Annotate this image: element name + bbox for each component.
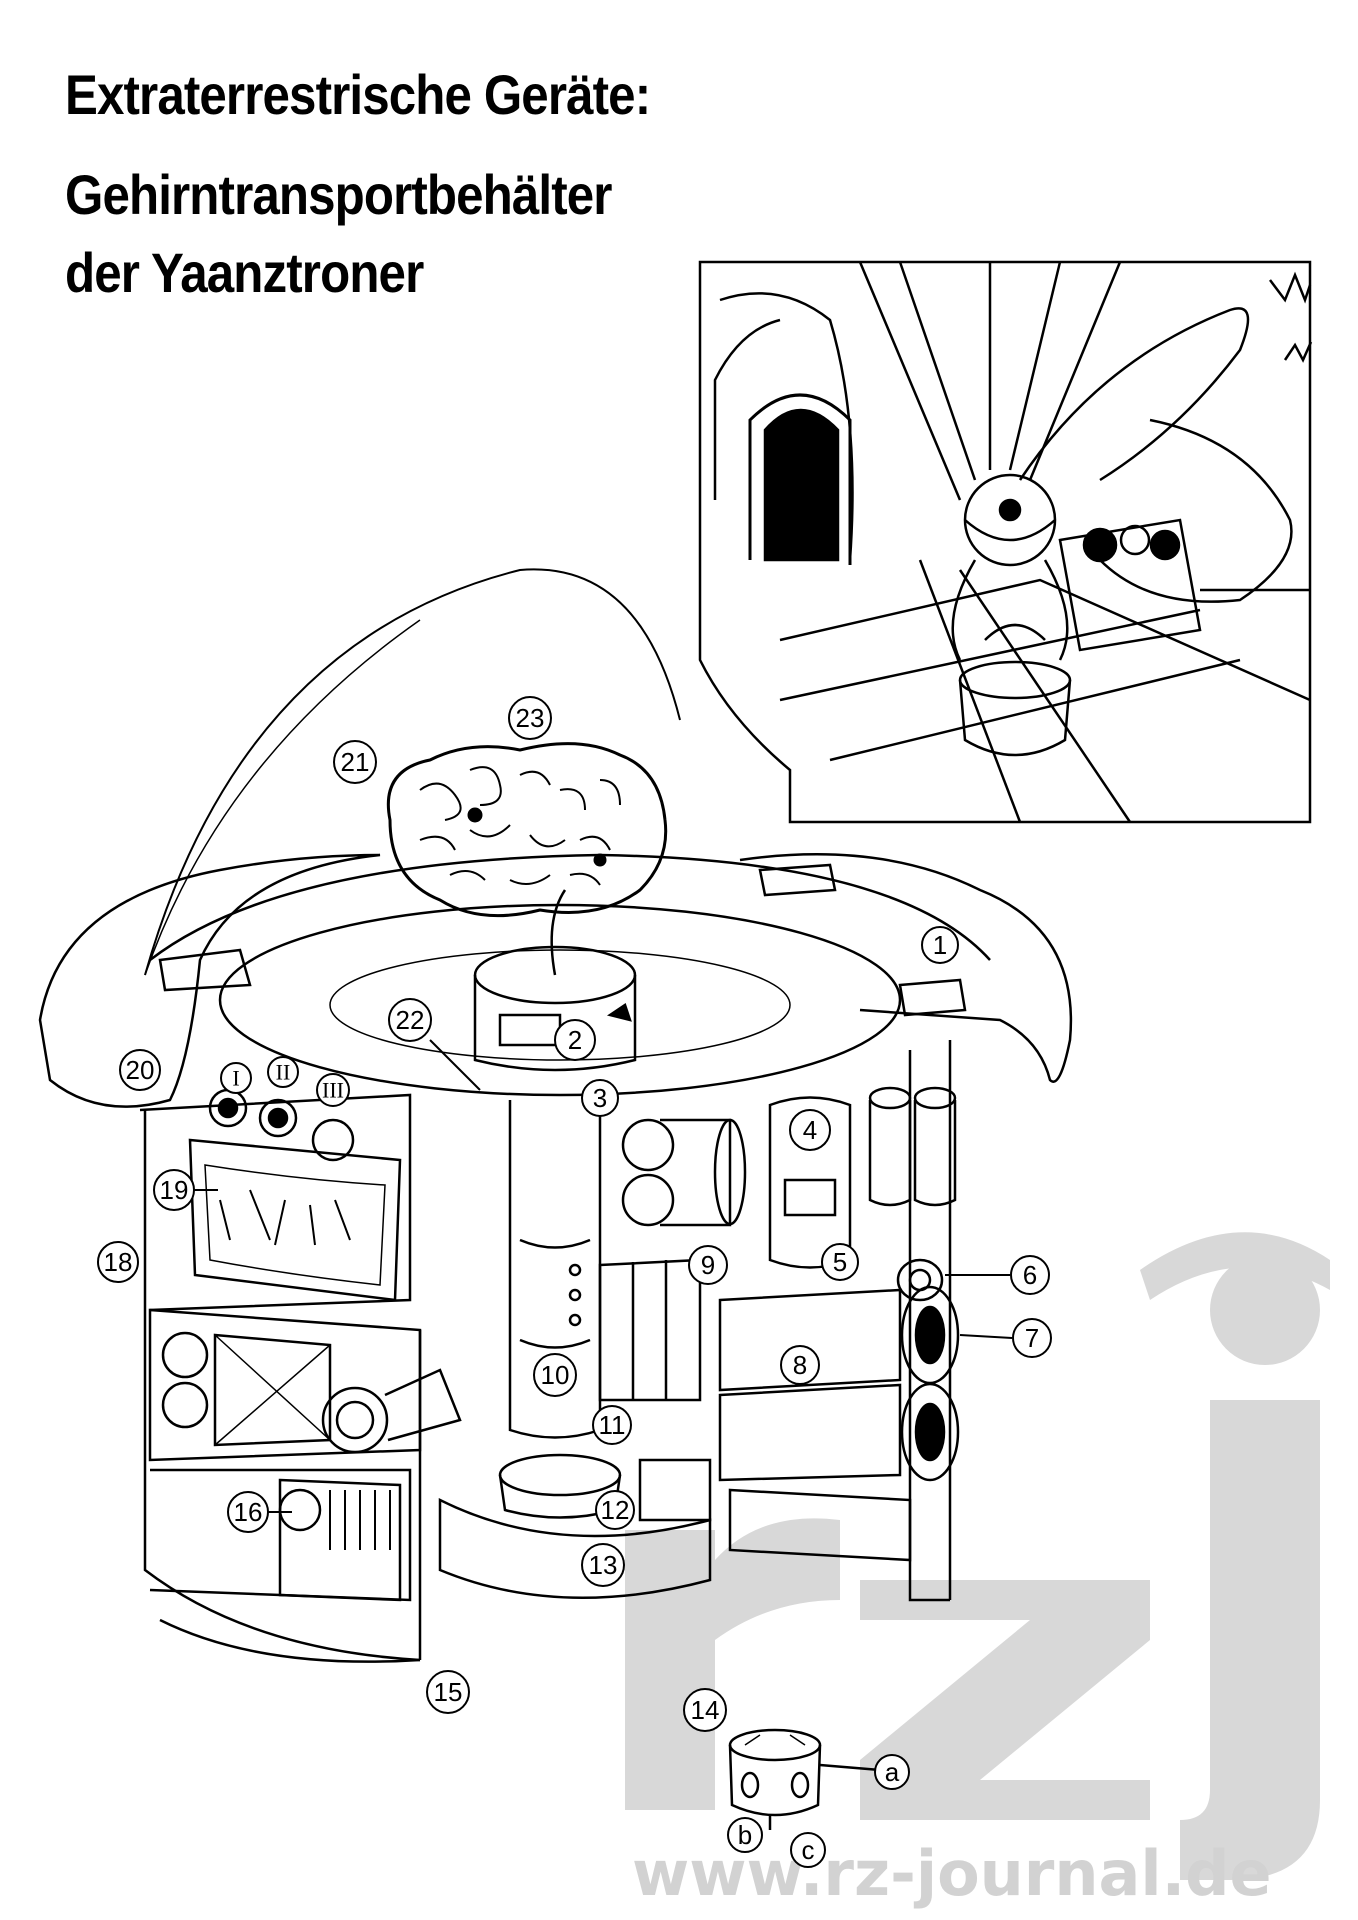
title-line-1: Extraterrestrische Geräte: xyxy=(65,63,651,126)
callout-20-text: 20 xyxy=(126,1055,155,1085)
sub-label-a-text: a xyxy=(885,1757,900,1787)
callout-14-text: 14 xyxy=(691,1695,720,1725)
sub-label-b: b xyxy=(727,1817,763,1853)
callout-labels: 1 2 3 4 5 xyxy=(97,696,1052,1868)
dial-label-2: II xyxy=(267,1056,299,1088)
callout-3-text: 3 xyxy=(593,1083,607,1113)
callout-11: 11 xyxy=(592,1405,632,1445)
callout-18-text: 18 xyxy=(104,1247,133,1277)
watermark-url: www.rz-journal.de xyxy=(632,1837,1272,1910)
callout-8: 8 xyxy=(780,1345,820,1385)
callout-6: 6 xyxy=(1010,1255,1050,1295)
callout-4-text: 4 xyxy=(803,1115,817,1145)
callout-1: 1 xyxy=(921,926,959,964)
callout-7: 7 xyxy=(1012,1318,1052,1358)
callout-2-text: 2 xyxy=(568,1025,582,1055)
callout-22-text: 22 xyxy=(396,1005,425,1035)
callout-7-text: 7 xyxy=(1025,1323,1039,1353)
dial-label-1-text: I xyxy=(232,1066,239,1091)
callout-18: 18 xyxy=(97,1241,139,1283)
brain-container-illustration xyxy=(38,568,1073,1663)
callout-2: 2 xyxy=(554,1019,596,1061)
callout-23-text: 23 xyxy=(516,703,545,733)
dial-label-3-text: III xyxy=(322,1078,344,1103)
callout-21-text: 21 xyxy=(341,747,370,777)
small-module-illustration xyxy=(728,1728,881,1830)
dial-label-1: I xyxy=(220,1062,252,1094)
callout-6-text: 6 xyxy=(1023,1260,1037,1290)
callout-11-text: 11 xyxy=(599,1410,626,1440)
callout-22: 22 xyxy=(388,998,432,1042)
callout-23: 23 xyxy=(508,696,552,740)
callout-15-text: 15 xyxy=(434,1677,463,1707)
callout-10-text: 10 xyxy=(541,1360,570,1390)
sub-label-c: c xyxy=(790,1832,826,1868)
sub-label-a: a xyxy=(874,1754,910,1790)
title-line-3: der Yaanztroner xyxy=(65,241,424,304)
callout-5-text: 5 xyxy=(833,1247,847,1277)
watermark-logo xyxy=(625,1232,1330,1880)
callout-14: 14 xyxy=(683,1688,727,1732)
callout-15: 15 xyxy=(426,1670,470,1714)
callout-9-text: 9 xyxy=(701,1250,715,1280)
callout-13: 13 xyxy=(581,1543,625,1587)
callout-10: 10 xyxy=(533,1353,577,1397)
callout-19-text: 19 xyxy=(160,1175,189,1205)
callout-19: 19 xyxy=(153,1169,195,1211)
callout-9: 9 xyxy=(688,1245,728,1285)
dial-label-2-text: II xyxy=(276,1060,291,1085)
brain-illustration xyxy=(386,742,668,918)
dial-label-3: III xyxy=(316,1073,350,1107)
inset-scene-illustration xyxy=(698,260,1313,824)
callout-4: 4 xyxy=(789,1109,831,1151)
sub-label-c-text: c xyxy=(802,1835,815,1865)
callout-3: 3 xyxy=(581,1079,619,1117)
callout-16-text: 16 xyxy=(234,1497,263,1527)
sub-label-b-text: b xyxy=(738,1820,752,1850)
callout-21: 21 xyxy=(333,740,377,784)
callout-5: 5 xyxy=(821,1243,859,1281)
callout-20: 20 xyxy=(119,1049,161,1091)
callout-16: 16 xyxy=(227,1491,269,1533)
callout-1-text: 1 xyxy=(933,930,947,960)
callout-8-text: 8 xyxy=(793,1350,807,1380)
callout-12-text: 12 xyxy=(601,1495,630,1525)
title-line-2: Gehirntransportbehälter xyxy=(65,163,612,226)
callout-12: 12 xyxy=(595,1490,635,1530)
callout-13-text: 13 xyxy=(589,1550,618,1580)
